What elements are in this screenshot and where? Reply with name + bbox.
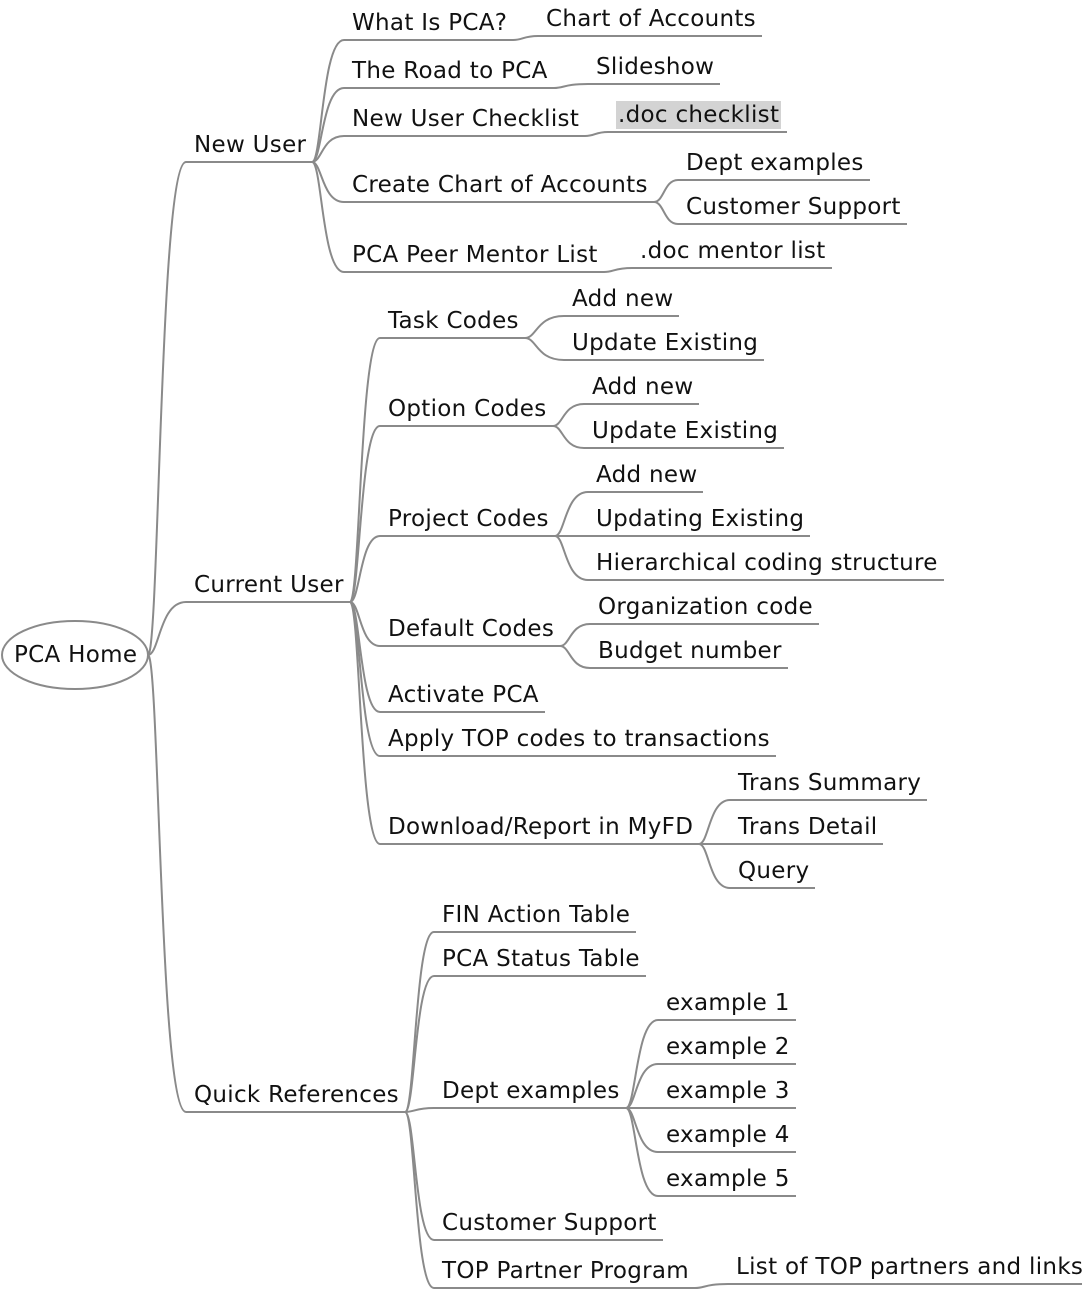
node-download-report-edge [349, 601, 381, 845]
leaf-doc-checklist[interactable]: .doc checklist [616, 101, 782, 129]
leaf-dept-examples[interactable]: Dept examples [686, 150, 864, 176]
leaf-task-update-existing-edge [524, 337, 565, 361]
leaf-task-update-existing[interactable]: Update Existing [572, 330, 759, 356]
branch-quick-references[interactable]: Quick References [194, 1082, 399, 1108]
root-node-label[interactable]: PCA Home [14, 642, 138, 668]
node-peer-mentor-list-edge [311, 161, 345, 273]
branch-quick-references-edge [147, 654, 187, 1113]
node-customer-support[interactable]: Customer Support [442, 1210, 657, 1236]
node-new-user-checklist[interactable]: New User Checklist [352, 106, 580, 132]
leaf-option-update-existing-edge [552, 425, 585, 449]
leaf-example-5[interactable]: example 5 [666, 1166, 790, 1192]
node-create-chart-of-accounts-edge [311, 161, 345, 203]
leaf-option-update-existing[interactable]: Update Existing [592, 418, 779, 444]
leaf-trans-detail[interactable]: Trans Detail [738, 814, 878, 840]
leaf-project-hierarchical-edge [554, 535, 589, 581]
leaf-example-3[interactable]: example 3 [666, 1078, 790, 1104]
node-top-partner-program-edge [404, 1111, 435, 1289]
leaf-budget-number-edge [559, 645, 591, 669]
leaf-organization-code[interactable]: Organization code [598, 594, 813, 620]
leaf-option-add-new-edge [552, 403, 585, 427]
branch-current-user[interactable]: Current User [194, 572, 344, 598]
leaf-project-updating-existing[interactable]: Updating Existing [596, 506, 805, 532]
leaf-organization-code-edge [559, 623, 591, 647]
branch-current-user-edge [147, 601, 187, 656]
leaf-query[interactable]: Query [738, 858, 810, 884]
leaf-budget-number[interactable]: Budget number [598, 638, 782, 664]
branch-new-user[interactable]: New User [194, 132, 307, 158]
node-pca-status-table[interactable]: PCA Status Table [442, 946, 640, 972]
node-option-codes[interactable]: Option Codes [388, 396, 547, 422]
leaf-example-1[interactable]: example 1 [666, 990, 790, 1016]
leaf-doc-checklist-edge [584, 131, 609, 137]
node-option-codes-edge [349, 425, 381, 603]
node-top-partner-program[interactable]: TOP Partner Program [442, 1258, 689, 1284]
leaf-example-2[interactable]: example 2 [666, 1034, 790, 1060]
leaf-doc-mentor-list-edge [603, 267, 633, 273]
leaf-slideshow[interactable]: Slideshow [596, 54, 715, 80]
leaf-example-5-edge [625, 1107, 659, 1197]
leaf-option-add-new[interactable]: Add new [592, 374, 694, 400]
leaf-customer-support-edge [653, 201, 679, 225]
node-download-report[interactable]: Download/Report in MyFD [388, 814, 694, 840]
node-dept-examples-edge [404, 1107, 435, 1113]
node-peer-mentor-list[interactable]: PCA Peer Mentor List [352, 242, 598, 268]
leaf-trans-summary-edge [698, 799, 731, 845]
leaf-trans-summary[interactable]: Trans Summary [738, 770, 922, 796]
node-create-chart-of-accounts[interactable]: Create Chart of Accounts [352, 172, 648, 198]
node-project-codes[interactable]: Project Codes [388, 506, 549, 532]
leaf-example-4[interactable]: example 4 [666, 1122, 790, 1148]
leaf-chart-of-accounts-edge [512, 35, 539, 41]
node-road-to-pca-edge [311, 87, 345, 163]
node-dept-examples[interactable]: Dept examples [442, 1078, 620, 1104]
node-task-codes[interactable]: Task Codes [388, 308, 519, 334]
leaf-doc-mentor-list[interactable]: .doc mentor list [640, 238, 826, 264]
branch-new-user-edge [147, 161, 187, 656]
leaf-top-partners-links[interactable]: List of TOP partners and links [736, 1254, 1082, 1280]
node-pca-status-table-edge [404, 975, 435, 1113]
node-default-codes[interactable]: Default Codes [388, 616, 555, 642]
node-road-to-pca[interactable]: The Road to PCA [352, 58, 548, 84]
node-apply-top-codes[interactable]: Apply TOP codes to transactions [388, 726, 770, 752]
leaf-project-hierarchical[interactable]: Hierarchical coding structure [596, 550, 938, 576]
leaf-query-edge [698, 843, 731, 889]
leaf-project-add-new-edge [554, 491, 589, 537]
node-project-codes-edge [349, 535, 381, 603]
leaf-chart-of-accounts[interactable]: Chart of Accounts [546, 6, 756, 32]
leaf-project-add-new[interactable]: Add new [596, 462, 698, 488]
leaf-customer-support[interactable]: Customer Support [686, 194, 901, 220]
leaf-slideshow-edge [553, 83, 589, 89]
node-fin-action-table[interactable]: FIN Action Table [442, 902, 631, 928]
leaf-task-add-new-edge [524, 315, 565, 339]
leaf-top-partners-links-edge [694, 1283, 729, 1289]
node-new-user-checklist-edge [311, 135, 345, 163]
leaf-example-2-edge [625, 1063, 659, 1109]
node-what-is-pca[interactable]: What Is PCA? [352, 10, 508, 36]
node-activate-pca[interactable]: Activate PCA [388, 682, 539, 708]
leaf-dept-examples-edge [653, 179, 679, 203]
leaf-task-add-new[interactable]: Add new [572, 286, 674, 312]
